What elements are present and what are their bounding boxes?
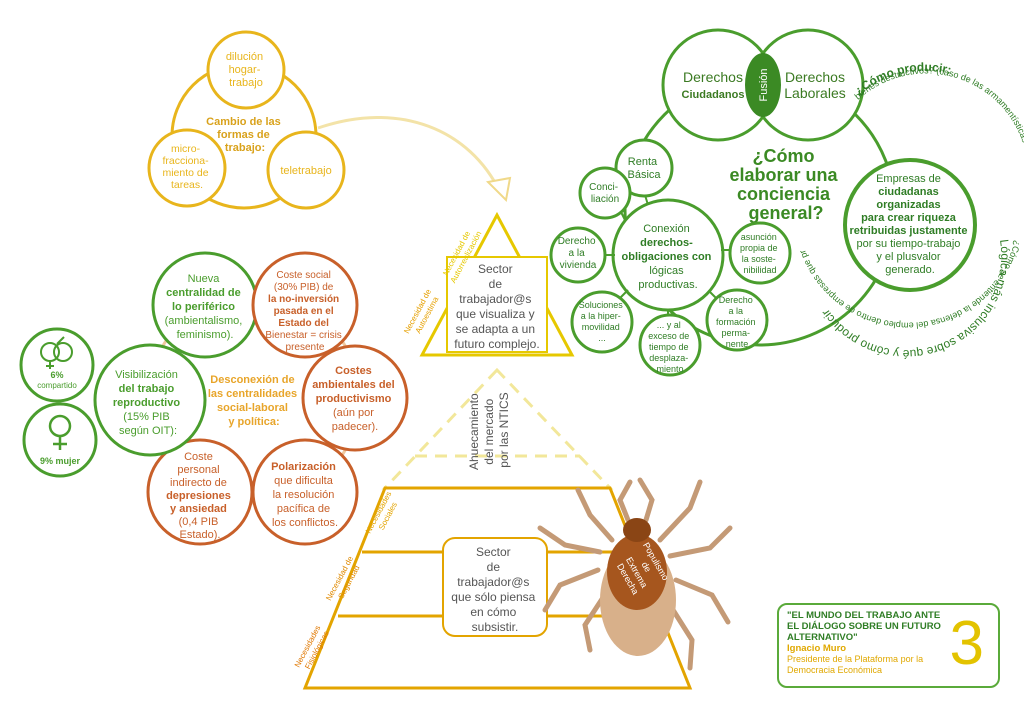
- item-coste-social-circle: [251, 251, 359, 359]
- item-reproductivo-circle: [93, 343, 207, 457]
- item-costes-ambientales-text: Costes ambientales del productivismo (aú…: [312, 365, 398, 433]
- maslow-pyramid: Sector de trabajador@s que visualiza y s…: [293, 211, 693, 690]
- cycle-right-circle: [266, 130, 346, 210]
- central-question: ¿Cómo elaborar una conciencia general?: [729, 146, 842, 223]
- page-number: 3: [949, 609, 984, 678]
- shared-pct-circle: [19, 327, 95, 403]
- disconnection-cycle: Desconexión de las centralidades social-…: [19, 251, 409, 546]
- cycle-right-text: teletrabajo: [280, 165, 331, 177]
- vivienda-circle: [549, 226, 607, 284]
- venn-right-sub: Laborales: [784, 85, 846, 101]
- empresas-circle: [843, 158, 977, 292]
- pyramid-bottom: [302, 486, 693, 690]
- item-coste-social-text: Coste social (30% PIB) de la no-inversió…: [265, 270, 344, 353]
- top-sector-text: Sector de trabajador@s que visualiza y s…: [454, 262, 539, 351]
- vivienda-text: Derecho a la vivienda: [558, 236, 599, 271]
- credit-box: "EL MUNDO DEL TRABAJO ANTE EL DIÁLOGO SO…: [777, 603, 1000, 688]
- credit-author: Ignacio Muro: [787, 643, 847, 654]
- venn-left-sub: Ciudadanos: [682, 89, 745, 101]
- female-icon: [48, 414, 72, 450]
- venn-fusion-label: Fusión: [758, 68, 770, 101]
- bottom-sector-text: Sector de trabajador@s que sólo piensa e…: [451, 545, 538, 634]
- level-seguridad: Necesidad de Seguridad: [324, 553, 365, 607]
- formacion-text: Derecho a la formación perma- nente: [716, 295, 758, 349]
- work-change-cycle: dilución hogar- trabajo Cambio de las fo…: [147, 30, 512, 210]
- movilidad-text: Soluciones a la hiper- movilidad ...: [579, 300, 626, 343]
- credit-quote: "EL MUNDO DEL TRABAJO ANTE EL DIÁLOGO SO…: [787, 610, 941, 643]
- credit-role: Presidente de la Plataforma por la Democ…: [787, 654, 924, 675]
- item-depresiones-text: Coste personal indirecto de depresiones …: [166, 451, 234, 541]
- male-female-icon: [40, 336, 73, 369]
- item-costes-ambientales-circle: [301, 344, 409, 452]
- cycle-center-text: Cambio de las formas de trabajo:: [206, 116, 284, 154]
- item-periferico-text: Nueva centralidad de lo periférico (ambi…: [165, 273, 246, 341]
- sostenibilidad-circle: [728, 221, 792, 285]
- shared-pct-label: compartido: [37, 381, 77, 390]
- cycle-left-text: micro- fracciona- miento de tareas.: [162, 143, 211, 191]
- venn-fusion-fill: [745, 53, 781, 117]
- conciliacion-text: Conci- liación: [589, 182, 621, 205]
- venn-right-title: Derechos: [785, 69, 845, 85]
- venn-left-title: Derechos: [683, 69, 743, 85]
- tick-head: [623, 518, 651, 542]
- level-sociales: Necesidades Sociales: [364, 488, 404, 540]
- shared-pct-value: 6%: [50, 370, 63, 380]
- item-reproductivo-text: Visibilización del trabajo reproductivo …: [113, 369, 183, 437]
- hollowing-label: Ahuecamiento del mercado por las NTICS: [467, 390, 511, 470]
- item-depresiones-circle: [146, 438, 254, 546]
- arrow-to-pyramid: [317, 115, 502, 193]
- tick-shield: [607, 534, 667, 610]
- desplazamiento-circle: [638, 313, 702, 377]
- renta-basica-circle: [614, 138, 674, 198]
- top-sector-box: [446, 256, 548, 353]
- movilidad-circle: [570, 290, 634, 354]
- empresas-text: Empresas de ciudadanas organizadas para …: [849, 173, 970, 276]
- level-autoestima: Necesidad de Autoestima: [402, 286, 443, 340]
- item-polarizacion-text: Polarización que dificulta la resolución…: [271, 461, 339, 529]
- cycle-top-circle: [206, 30, 286, 110]
- sostenibilidad-text: asunción propia de la soste- nibilidad: [740, 232, 780, 275]
- woman-pct-label: 9% mujer: [40, 456, 81, 466]
- cycle-top-text: dilución hogar- trabajo: [226, 51, 266, 89]
- renta-basica-text: Renta Básica: [627, 156, 661, 181]
- orange-center-text: Desconexión de las centralidades social-…: [208, 374, 300, 428]
- hub-text: Conexión derechos- obligaciones con lógi…: [622, 223, 715, 291]
- arrow-head: [485, 176, 512, 203]
- pyramid-middle-dashed: [381, 367, 614, 490]
- level-fisiologicas: Necesidades Fisiológicas: [293, 622, 333, 674]
- tick-icon: [537, 477, 733, 671]
- conciliacion-circle: [578, 166, 632, 220]
- bottom-sector-box: [442, 537, 548, 637]
- desplazamiento-text: ... y al exceso de tiempo de desplaza- m…: [648, 320, 692, 374]
- cycle-left-circle: [147, 128, 227, 208]
- formacion-circle: [705, 288, 769, 352]
